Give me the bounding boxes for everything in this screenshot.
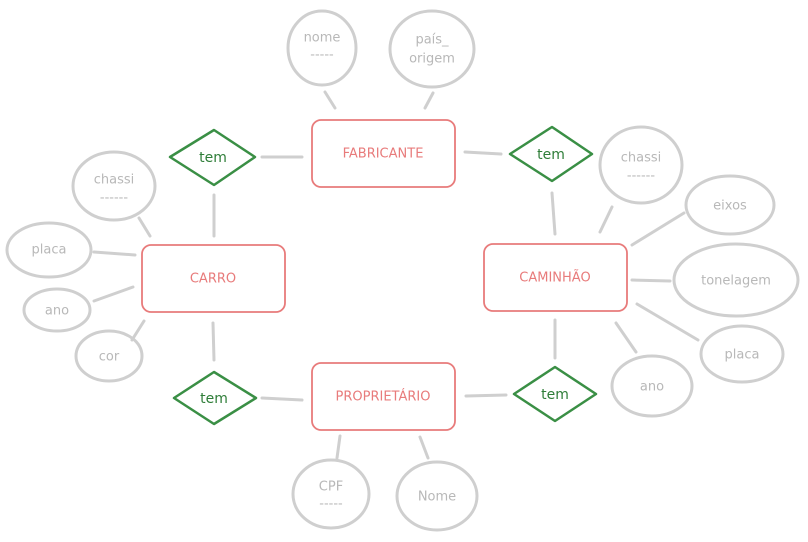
entity-carro — [141, 244, 286, 313]
rel-carro-proprietario-label: tem — [200, 391, 228, 407]
attr-carro-placa — [5, 221, 93, 279]
attr-fabricante-pais-origem — [388, 9, 476, 89]
entity-proprietario — [311, 362, 456, 431]
attr-proprietario-cpf-label: CPF — [319, 480, 343, 495]
entity-proprietario-label: PROPRIETÁRIO — [336, 389, 431, 405]
attr-caminhao-eixos-label: eixos — [713, 199, 747, 214]
rel-carro-proprietario — [172, 370, 258, 426]
connector-lines — [92, 90, 700, 460]
entity-carro-label: CARRO — [190, 272, 236, 287]
attr-fabricante-pais-label-1: país_ — [415, 33, 449, 48]
attr-carro-placa-label: placa — [32, 243, 67, 258]
rel-carro-fabricante — [168, 128, 257, 187]
attr-caminhao-tonelagem-label: tonelagem — [701, 274, 771, 289]
attr-caminhao-placa-label: placa — [725, 348, 760, 363]
rel-caminhao-fabricante-label: tem — [537, 147, 565, 163]
rel-caminhao-proprietario-label: tem — [541, 387, 569, 403]
attr-carro-chassi-key: ------ — [100, 191, 128, 206]
entities — [141, 119, 628, 431]
entity-caminhao — [483, 243, 628, 312]
attr-fabricante-nome — [286, 9, 358, 87]
attr-proprietario-nome-label: Nome — [418, 490, 456, 505]
entity-caminhao-label: CAMINHÃO — [519, 270, 590, 286]
attr-carro-ano — [22, 287, 92, 333]
attr-carro-cor — [74, 329, 144, 383]
attr-carro-chassi-label: chassi — [94, 173, 135, 188]
rel-caminhao-proprietario — [512, 365, 598, 423]
attr-fabricante-nome-key: ----- — [310, 48, 334, 63]
attr-caminhao-ano-label: ano — [640, 380, 664, 395]
attr-carro-chassi — [71, 150, 157, 222]
attr-caminhao-chassi-key: ------ — [627, 169, 655, 184]
attr-caminhao-chassi — [598, 125, 684, 205]
attr-carro-cor-label: cor — [99, 350, 120, 365]
attributes — [5, 9, 800, 532]
attr-caminhao-tonelagem — [672, 242, 800, 318]
entity-fabricante — [311, 119, 456, 188]
attr-carro-ano-label: ano — [45, 304, 69, 319]
attr-fabricante-pais-label-2: origem — [409, 52, 455, 67]
attr-caminhao-ano — [610, 354, 694, 418]
attr-proprietario-cpf-key: ----- — [319, 497, 343, 512]
attr-proprietario-nome — [395, 460, 479, 532]
attr-caminhao-placa — [699, 324, 785, 384]
attr-caminhao-eixos — [684, 174, 776, 236]
attr-proprietario-cpf — [291, 458, 371, 530]
attr-fabricante-nome-label: nome — [304, 31, 341, 46]
attr-caminhao-chassi-label: chassi — [621, 151, 662, 166]
relationships — [168, 125, 598, 426]
rel-carro-fabricante-label: tem — [199, 150, 227, 166]
rel-caminhao-fabricante — [508, 125, 594, 183]
entity-fabricante-label: FABRICANTE — [343, 147, 424, 162]
